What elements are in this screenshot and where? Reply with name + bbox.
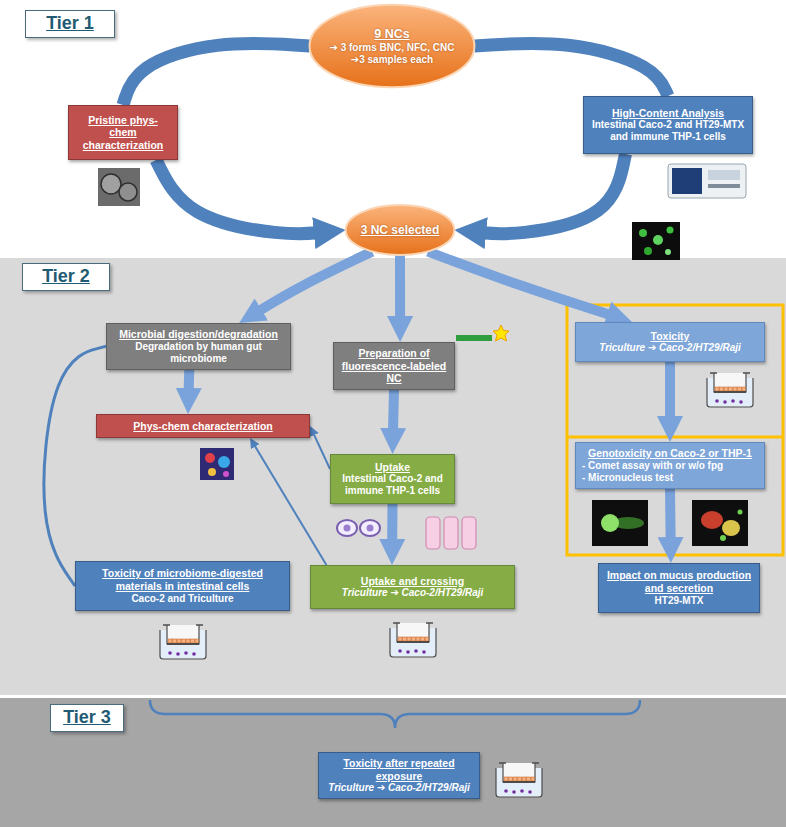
process-box: Phys-chem characterization — [96, 414, 310, 438]
node-title: Uptake and crossing — [317, 575, 508, 588]
tier-label: Tier 2 — [22, 263, 110, 291]
flow-arrow — [665, 362, 675, 424]
process-box: Microbial digestion/degradationDegradati… — [106, 323, 291, 370]
ellipse-node: 3 NC selected — [344, 204, 456, 256]
node-title: Uptake — [337, 461, 448, 474]
flow-arrow — [44, 346, 106, 586]
node-text: ➔3 samples each — [329, 54, 454, 66]
node-title: Toxicity — [582, 330, 758, 343]
labeled-rod-icon — [456, 325, 509, 341]
node-text: Triculture ➔ Caco-2/HT29/Raji — [582, 342, 758, 354]
transwell-icon — [160, 625, 206, 659]
node-text: HT29-MTX — [605, 595, 753, 607]
ellipse-outline — [310, 5, 475, 88]
flow-arrow — [428, 252, 615, 317]
process-box: Genotoxicity on Caco-2 or THP-1- Comet a… — [575, 442, 765, 489]
node-text: Degradation by human gut microbiome — [113, 341, 284, 365]
ellipse-text-group: 3 NC selected — [361, 223, 440, 237]
process-box: High-Content AnalysisIntestinal Caco-2 a… — [583, 96, 753, 154]
process-box: Pristine phys-chem characterization — [68, 105, 178, 160]
node-text: - Comet assay with or w/o fpg — [582, 460, 758, 472]
tier-label: Tier 1 — [25, 10, 115, 38]
micronucleus-image — [692, 500, 748, 546]
node-title: Tier 2 — [29, 266, 103, 288]
transwell-icon — [496, 763, 542, 797]
tem-image — [98, 168, 140, 206]
node-title: Preparation of fluorescence-labeled NC — [340, 347, 448, 385]
highlight-frame — [567, 305, 783, 555]
ellipse-outline — [346, 205, 455, 255]
node-title: Impact on mucus production and secretion — [605, 569, 753, 594]
node-title: Tier 1 — [32, 13, 108, 35]
node-title: Tier 3 — [57, 707, 117, 729]
node-text: Triculture ➔ Caco-2/HT29/Raji — [325, 782, 473, 794]
flow-arrow — [474, 43, 668, 96]
flow-arrow — [156, 160, 323, 234]
flow-arrow — [255, 252, 372, 314]
tier-band — [0, 698, 786, 827]
node-title: Toxicity of microbiome-digested material… — [82, 567, 283, 592]
ellipse-text-group: 9 NCs➔ 3 forms BNC, NFC, CNC➔3 samples e… — [329, 27, 454, 66]
comet-image — [592, 500, 648, 546]
transwell-icon — [707, 373, 753, 407]
node-text: Intestinal Caco-2 and immune THP-1 cells — [337, 473, 448, 497]
tier-bracket — [150, 700, 640, 728]
ellipse-node: 9 NCs➔ 3 forms BNC, NFC, CNC➔3 samples e… — [307, 3, 477, 89]
node-title: 3 NC selected — [361, 223, 440, 237]
node-text: Triculture ➔ Caco-2/HT29/Raji — [317, 587, 508, 599]
flow-arrow — [393, 390, 394, 436]
node-title: Pristine phys-chem characterization — [75, 114, 171, 152]
immune-cell-icon — [337, 520, 380, 536]
node-title: Genotoxicity on Caco-2 or THP-1 — [582, 447, 758, 460]
process-box: Toxicity after repeated exposureTricultu… — [318, 752, 480, 799]
node-title: 9 NCs — [329, 27, 454, 42]
node-text: Intestinal Caco-2 and HT29-MTX and immun… — [590, 119, 746, 143]
flow-arrow — [313, 432, 330, 469]
process-box: ToxicityTriculture ➔ Caco-2/HT29/Raji — [575, 322, 765, 362]
tier-band — [0, 258, 786, 695]
particle-image — [200, 448, 234, 480]
node-title: Microbial digestion/degradation — [113, 328, 284, 341]
node-title: Phys-chem characterization — [103, 420, 303, 433]
process-box: Preparation of fluorescence-labeled NC — [333, 342, 455, 390]
process-box: Uptake and crossingTriculture ➔ Caco-2/H… — [310, 565, 515, 609]
tier-label: Tier 3 — [50, 704, 124, 732]
node-title: Toxicity after repeated exposure — [325, 757, 473, 782]
instrument-icon — [668, 164, 746, 198]
node-text: ➔ 3 forms BNC, NFC, CNC — [329, 42, 454, 54]
process-box: UptakeIntestinal Caco-2 and immune THP-1… — [330, 454, 455, 504]
intestinal-cell-icon — [426, 517, 476, 549]
flow-arrow — [254, 444, 327, 565]
node-text: Caco-2 and Triculture — [82, 593, 283, 605]
node-title: High-Content Analysis — [590, 107, 746, 120]
process-box: Toxicity of microbiome-digested material… — [75, 561, 290, 611]
flow-arrow — [184, 370, 195, 396]
flow-arrow — [665, 489, 676, 545]
flow-arrow — [395, 255, 405, 324]
flow-arrow — [123, 43, 310, 105]
flow-arrow — [387, 504, 397, 547]
fluorescence-image — [632, 222, 680, 260]
node-text: - Micronucleus test — [582, 472, 758, 484]
process-box: Impact on mucus production and secretion… — [598, 563, 760, 613]
flow-arrow — [477, 154, 626, 234]
transwell-icon — [390, 623, 436, 657]
